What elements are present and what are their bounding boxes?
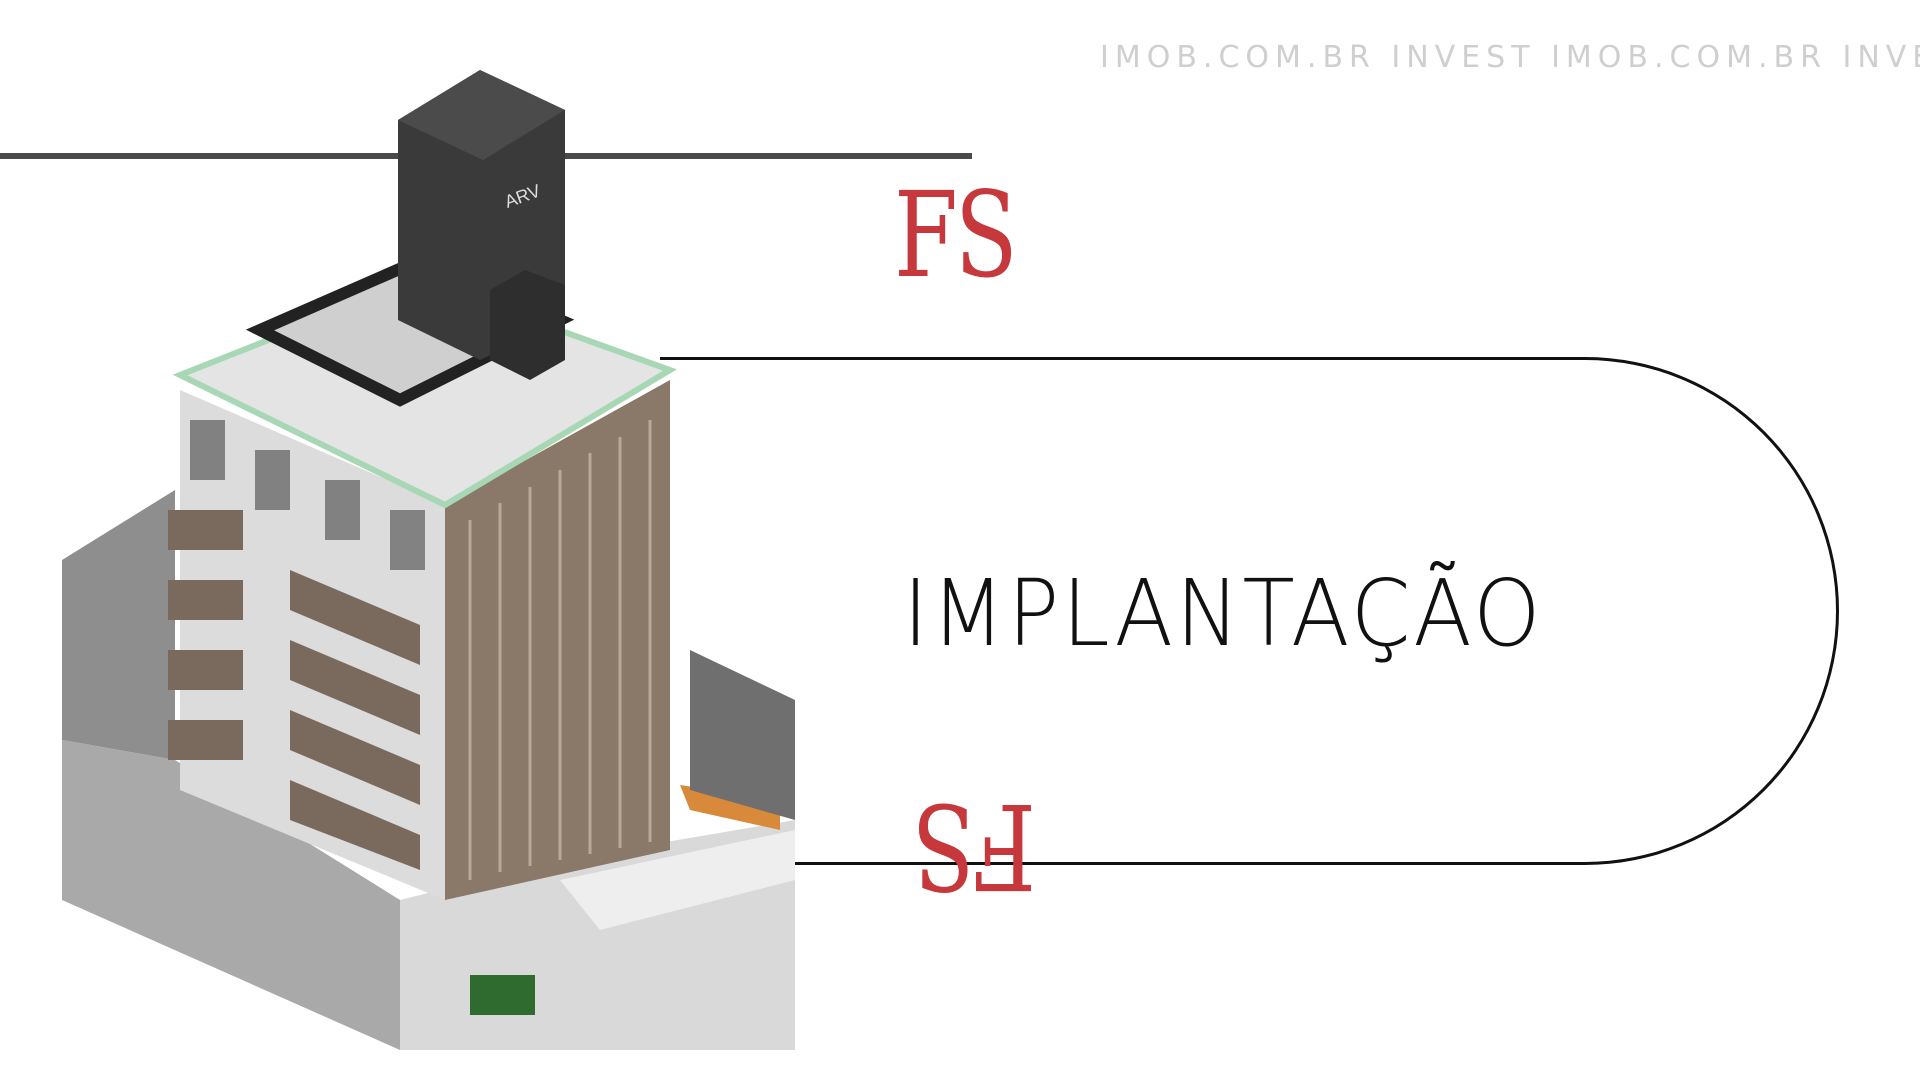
logo-fs-bottom: FS: [915, 777, 1036, 915]
slide-title: IMPLANTAÇÃO: [903, 560, 1544, 667]
title-frame: [660, 357, 1839, 865]
logo-fs-top: FS: [894, 166, 1018, 304]
watermark: IMOB.COM.BR INVEST IMOB.COM.BR INVEST: [1100, 40, 1920, 75]
